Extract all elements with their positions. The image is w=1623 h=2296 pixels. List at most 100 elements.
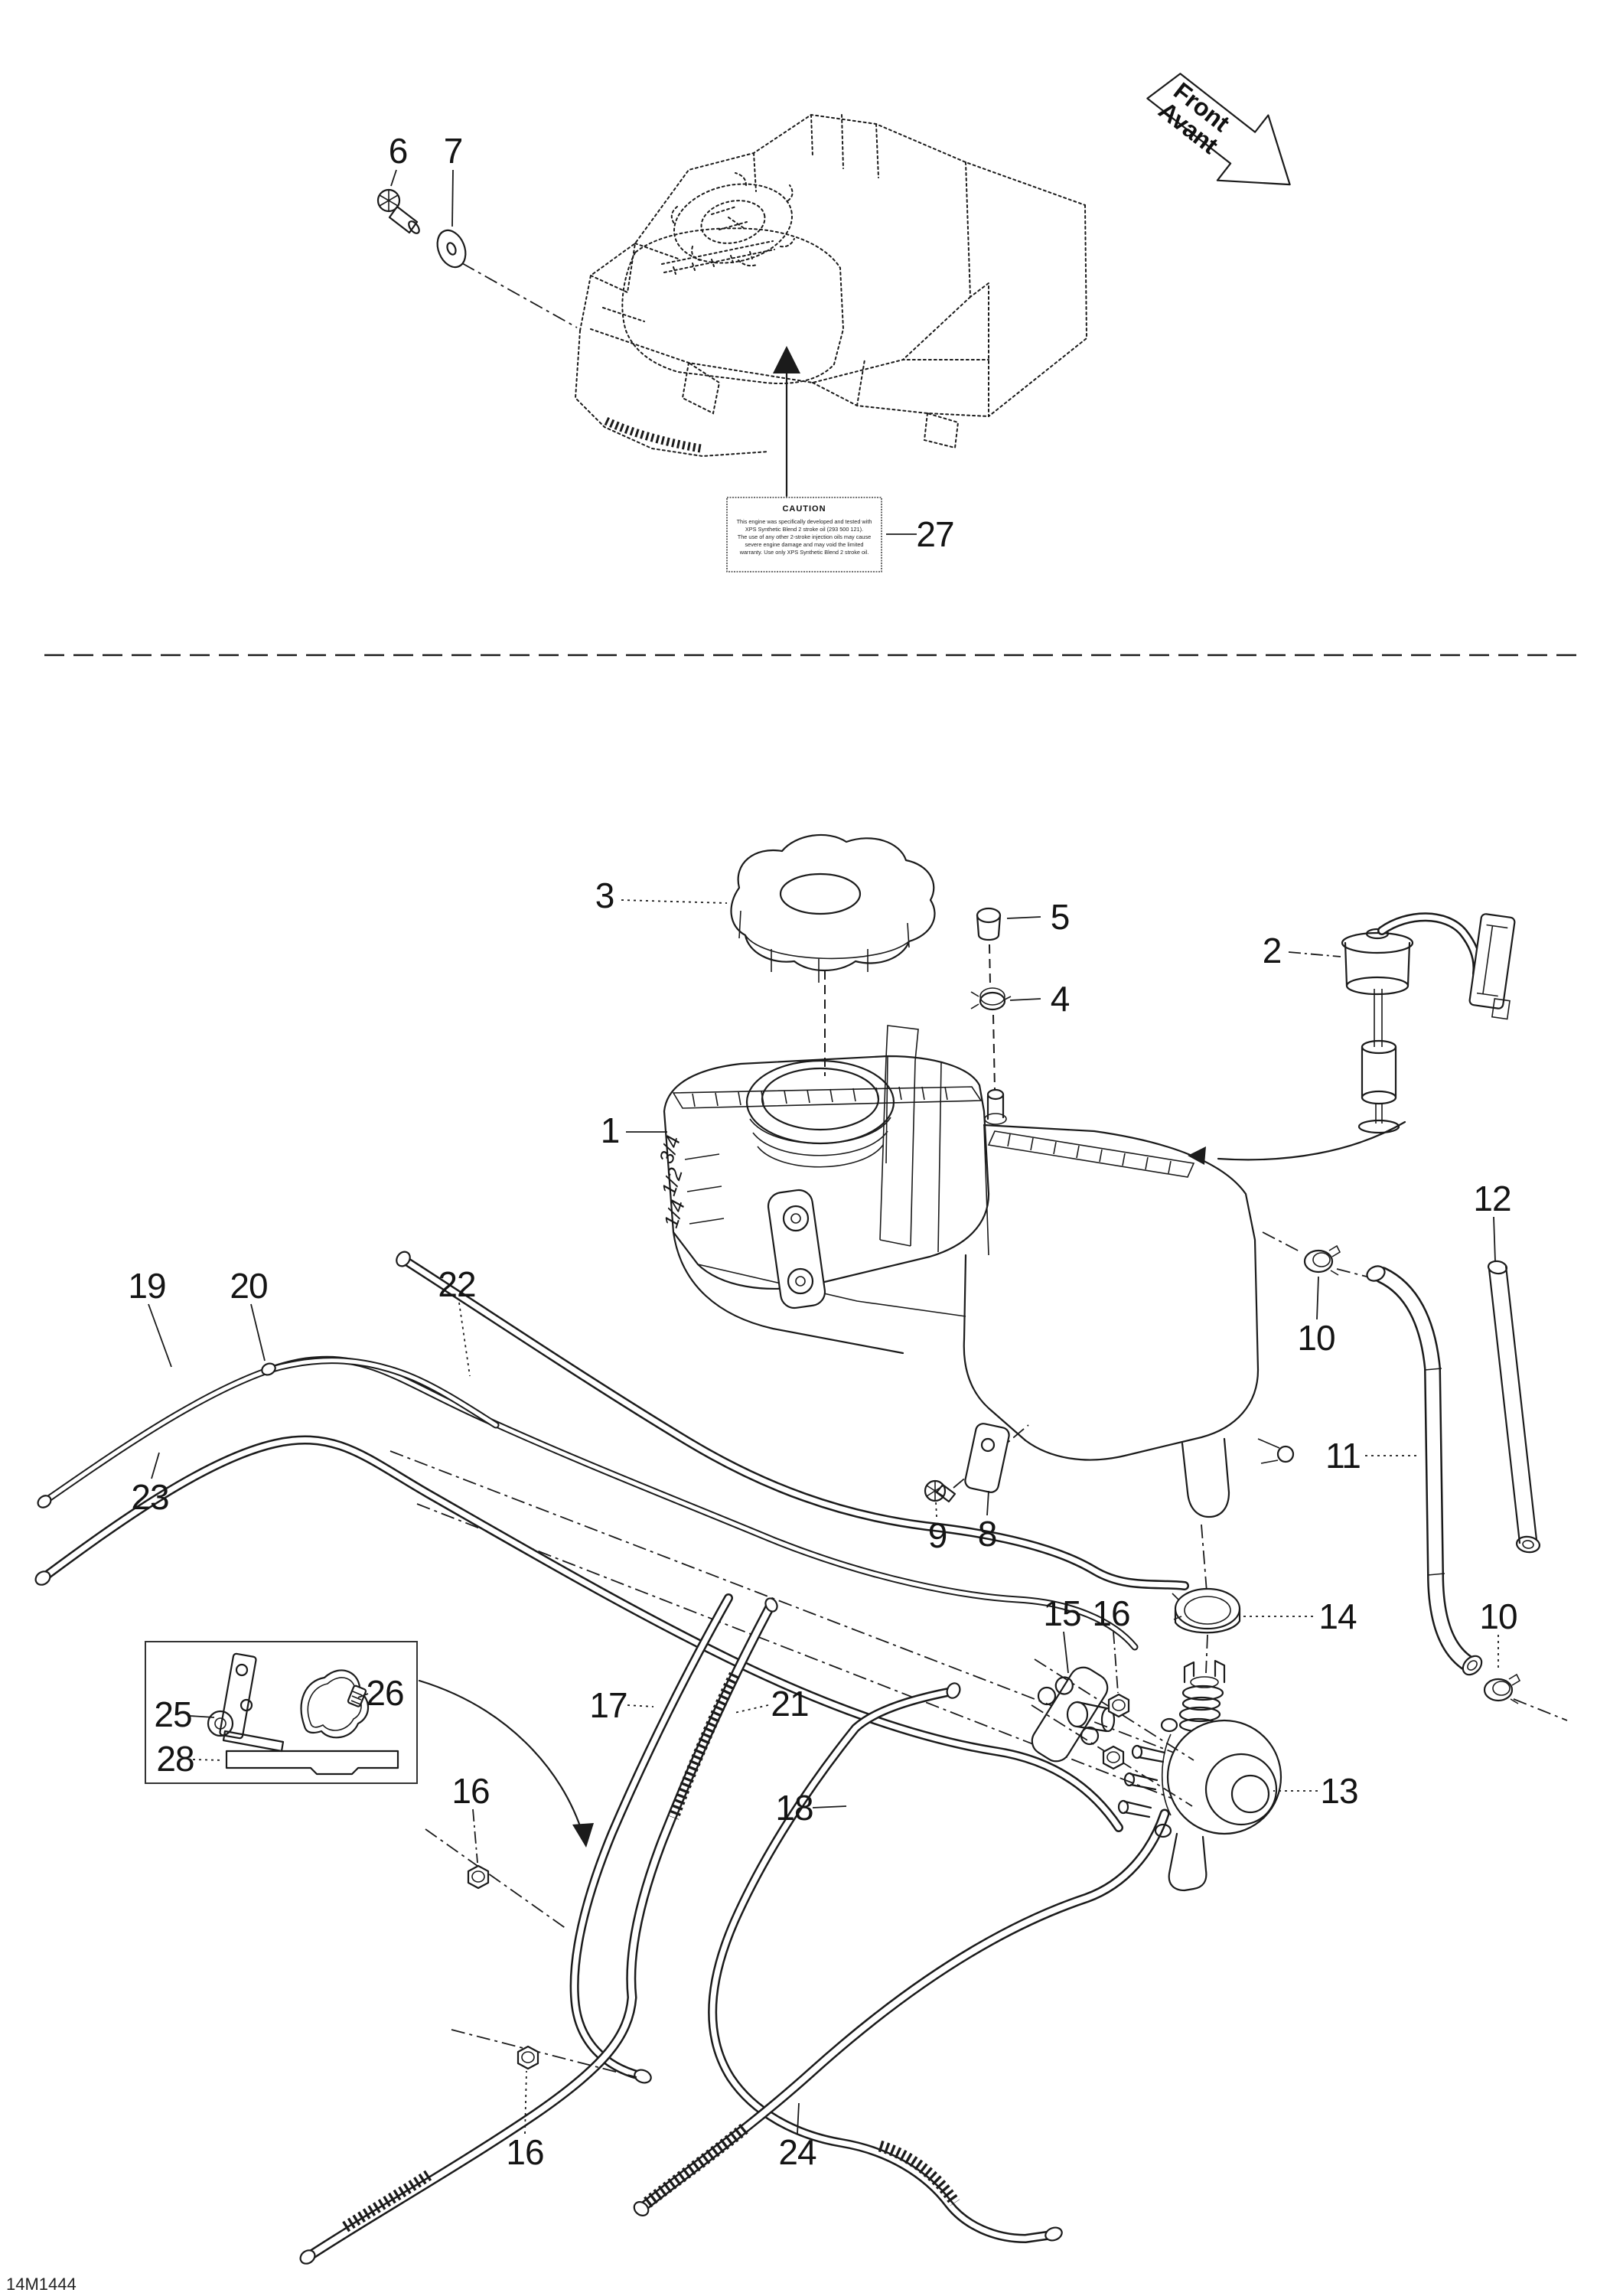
hose-23-end	[34, 1570, 51, 1586]
callout-leader-10	[1316, 1276, 1319, 1320]
hose-18-lower-end	[1045, 2226, 1063, 2242]
washer-part-7	[436, 229, 467, 269]
screw-part-9	[924, 1479, 957, 1503]
callout-19: 19	[128, 1266, 165, 1306]
tube-part-12	[1487, 1260, 1541, 1554]
callout-leader-26	[357, 1693, 369, 1698]
callout-leader-19	[148, 1303, 172, 1368]
callout-21: 21	[771, 1684, 808, 1724]
callout-leader-9	[935, 1501, 937, 1518]
strip-part-28	[225, 1750, 399, 1776]
hose-21-end	[299, 2249, 316, 2265]
axis-nut-mid	[425, 1828, 567, 1929]
callout-16: 16	[451, 1771, 489, 1811]
caution-line: XPS Synthetic Blend 2 stroke oil (293 50…	[745, 526, 863, 533]
callout-4: 4	[1051, 979, 1070, 1019]
callout-leader-2	[1288, 951, 1341, 957]
callout-leader-24	[797, 2102, 800, 2135]
inset-pointer-curve	[418, 1679, 585, 1837]
nut-part-16	[467, 1864, 490, 1890]
clamp-ring-part-14	[1172, 1587, 1241, 1634]
callout-14: 14	[1318, 1596, 1357, 1636]
callout-18: 18	[775, 1788, 813, 1828]
callout-20: 20	[230, 1266, 267, 1306]
inset-box	[145, 1641, 418, 1784]
callout-leader-5	[1006, 916, 1041, 919]
caution-line: severe engine damage and may void the li…	[745, 541, 864, 548]
callout-17: 17	[589, 1685, 627, 1725]
callout-5: 5	[1051, 897, 1070, 937]
callout-13: 13	[1320, 1771, 1357, 1811]
installed-view-illustration	[574, 113, 1088, 458]
callout-10: 10	[1297, 1318, 1335, 1358]
callout-27: 27	[916, 514, 953, 554]
callout-15: 15	[1043, 1593, 1080, 1633]
vent-cap-part-5	[976, 907, 1002, 941]
page-code: 14M1444	[6, 2275, 77, 2294]
inset-pointer-arrowhead	[572, 1823, 594, 1848]
bolt-part-6	[376, 188, 420, 234]
bracket-part-15	[1031, 1666, 1116, 1763]
callout-leader-25	[189, 1715, 215, 1718]
caution-title: CAUTION	[782, 504, 826, 514]
callout-1: 1	[601, 1110, 620, 1150]
clip-part-26	[300, 1669, 370, 1739]
callout-11: 11	[1325, 1436, 1361, 1476]
callout-24: 24	[778, 2132, 816, 2172]
assembly-axis-bolt	[461, 263, 578, 328]
callout-leader-7	[451, 169, 454, 227]
front-direction-arrow: Front Avant	[1146, 73, 1291, 186]
hose-24-end	[633, 2201, 650, 2216]
callout-leader-17	[627, 1704, 654, 1707]
callout-leader-18	[812, 1805, 847, 1808]
callout-22: 22	[438, 1264, 475, 1304]
callout-leader-6	[390, 169, 397, 187]
callout-7: 7	[444, 131, 463, 171]
callout-leader-22	[458, 1302, 471, 1377]
caution-line: warranty. Use only XPS Synthetic Blend 2…	[739, 549, 869, 556]
sensor-connector	[1468, 913, 1516, 1020]
axis-nut-bottom	[451, 2029, 637, 2078]
oil-hoses-bottom	[299, 1593, 1170, 2265]
callout-leader-3	[621, 899, 728, 904]
callout-10: 10	[1479, 1596, 1517, 1636]
assembly-axis-a	[389, 1450, 1194, 1761]
hose-part-11	[1366, 1265, 1483, 1676]
callout-leader-16	[472, 1808, 478, 1864]
hose-21-upper-end	[764, 1597, 778, 1613]
callout-16: 16	[506, 2132, 543, 2172]
callout-leader-12	[1493, 1216, 1496, 1262]
hose-17-end	[634, 2069, 652, 2084]
hose-18-end	[946, 1682, 961, 1699]
callout-28: 28	[156, 1739, 194, 1779]
tank-marking-12: 1/2	[657, 1165, 687, 1199]
caution-line: This engine was specifically developed a…	[737, 518, 872, 525]
callout-16: 16	[1092, 1593, 1129, 1633]
hose-22-end	[396, 1251, 411, 1267]
nut-part-16	[1102, 1745, 1125, 1770]
tank-marking-14: 1/4	[659, 1197, 689, 1231]
clamp-part-4	[970, 987, 1012, 1011]
callout-2: 2	[1263, 931, 1282, 970]
caution-label: CAUTION This engine was specifically dev…	[726, 497, 882, 572]
clamp-part-10-lower	[1483, 1673, 1521, 1704]
filler-cap	[730, 833, 936, 1076]
tank-marking-34: 3/4	[654, 1133, 685, 1166]
oil-level-sensor	[1188, 912, 1516, 1165]
callout-26: 26	[366, 1673, 403, 1713]
assembly-axis-b	[416, 1503, 1193, 1807]
oil-hoses-left-bundle	[34, 1251, 1189, 1832]
pad-part-8	[964, 1423, 1010, 1493]
oil-tank: 3/4 1/2 1/4	[654, 1025, 1295, 1518]
hose-20-end	[261, 1362, 276, 1376]
callout-23: 23	[131, 1477, 168, 1517]
caution-line: The use of any other 2-stroke injection …	[738, 533, 871, 540]
nut-part-16	[1107, 1693, 1130, 1718]
callout-6: 6	[389, 131, 408, 171]
oil-pump	[1117, 1659, 1282, 1892]
callout-9: 9	[928, 1515, 947, 1555]
callout-leader-8	[986, 1490, 989, 1516]
